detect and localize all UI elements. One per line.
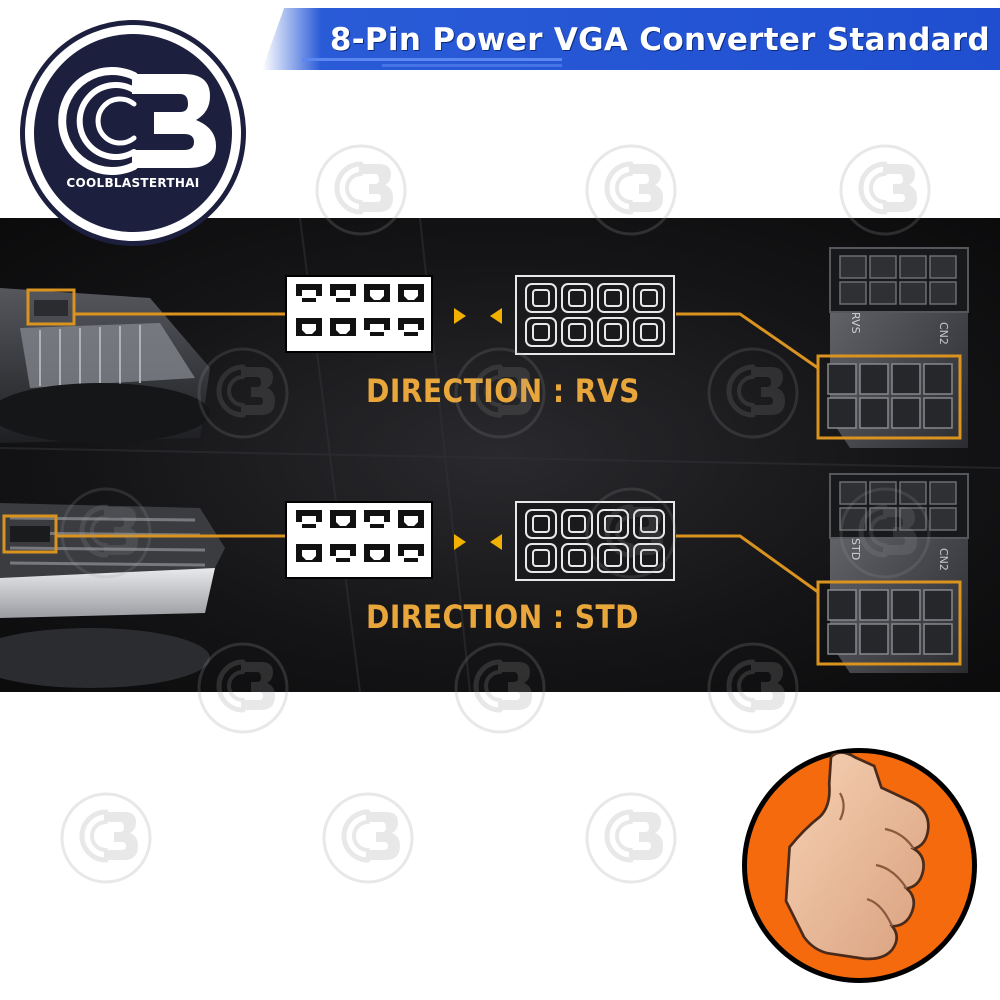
female-pinout-rvs — [285, 275, 433, 353]
title-banner: 8-Pin Power VGA Converter Standard — [262, 8, 1000, 70]
male-pinout-std — [515, 501, 675, 581]
coolblaster-logo-icon — [58, 67, 216, 175]
brand-logo: COOLBLASTERTHAI — [20, 20, 246, 246]
arrow-left-icon — [490, 534, 502, 550]
watermark-icon — [320, 790, 416, 886]
watermark-icon — [58, 790, 154, 886]
arrow-right-icon — [454, 308, 466, 324]
connector-tag-rvs: RVS — [849, 312, 862, 334]
adapter-bottom: CN2 — [816, 473, 969, 673]
gpu-card-bottom — [0, 503, 225, 688]
banner-title: 8-Pin Power VGA Converter Standard — [329, 22, 990, 58]
gpu-card-top — [0, 288, 210, 443]
direction-label-std: DIRECTION : STD — [366, 598, 639, 636]
watermark-icon — [583, 790, 679, 886]
male-pinout-rvs — [515, 275, 675, 355]
logo-brand-text: COOLBLASTERTHAI — [66, 176, 200, 190]
arrow-left-icon — [490, 308, 502, 324]
diagram-panel: CN2 CN2 — [0, 218, 1000, 692]
direction-label-rvs: DIRECTION : RVS — [366, 372, 640, 410]
adapter-top: CN2 — [816, 247, 969, 448]
connector-tag-std: STD — [849, 538, 862, 561]
svg-text:CN2: CN2 — [937, 322, 950, 345]
female-pinout-std — [285, 501, 433, 579]
thumbs-up-icon — [784, 753, 930, 961]
thumbs-up-badge — [742, 748, 977, 983]
svg-text:CN2: CN2 — [937, 548, 950, 571]
arrow-right-icon — [454, 534, 466, 550]
